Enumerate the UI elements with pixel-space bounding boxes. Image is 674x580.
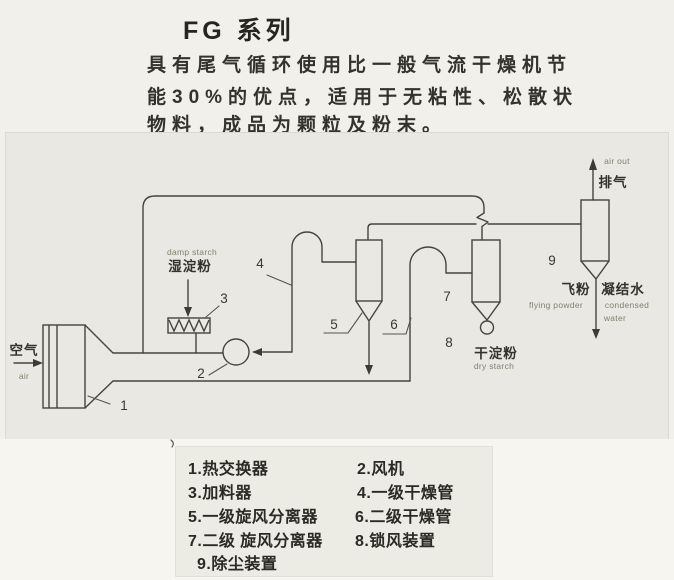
legend-item-8-air-lock: 8.锁风装置 [355, 533, 436, 550]
legend-item-3-feeder: 3.加料器 [188, 485, 252, 502]
legend-item-1-heat-exchanger: 1.热交换器 [188, 461, 269, 478]
legend-item-2-fan: 2.风机 [357, 461, 405, 478]
description-line-1: 具有尾气循环使用比一般气流干燥机节 [147, 55, 573, 76]
legend-item-6-second-drying-pipe: 6.二级干燥管 [355, 509, 452, 526]
legend-item-4-first-drying-pipe: 4.一级干燥管 [357, 485, 454, 502]
description-line-2: 能30%的优点，适用于无粘性、松散状 [147, 87, 579, 108]
legend-item-7-second-cyclone: 7.二级 旋风分离器 [188, 533, 323, 550]
description-line-3: 物料，成品为颗粒及粉末。 [147, 115, 448, 136]
diagram-panel [5, 132, 669, 440]
page-title: FG 系列 [183, 17, 295, 45]
legend-panel [175, 446, 493, 577]
legend-item-5-first-cyclone: 5.一级旋风分离器 [188, 509, 318, 526]
legend-item-9-dust-collector: 9.除尘装置 [197, 556, 278, 573]
